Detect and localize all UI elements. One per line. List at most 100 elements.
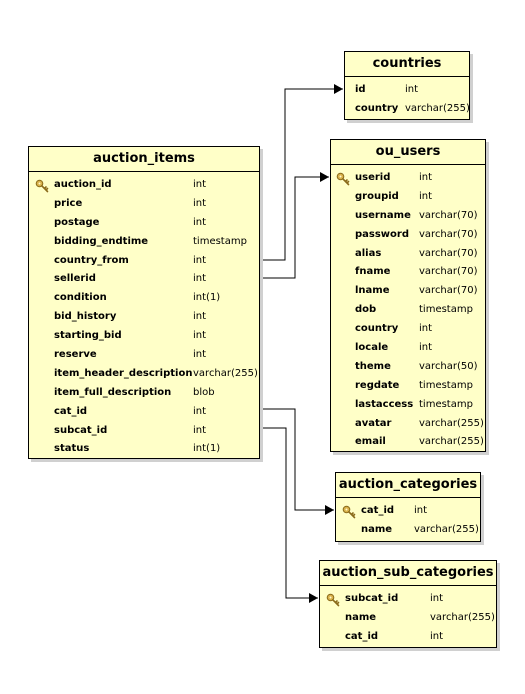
column-type: varchar(70) — [419, 209, 478, 221]
column-name: avatar — [355, 417, 392, 429]
column-type: int — [430, 593, 444, 604]
relation-subcat-id-auction-sub-categories — [259, 427, 318, 603]
column-type: int — [193, 311, 207, 323]
column-type: varchar(255) — [419, 417, 484, 429]
relation-sellerid-ou-users — [259, 172, 329, 279]
column-type: varchar(255) — [430, 611, 495, 623]
column-name: country — [355, 102, 399, 114]
column-name: bid_history — [54, 311, 117, 323]
column-name: dob — [355, 304, 377, 316]
column-name: name — [361, 523, 393, 535]
column-type: timestamp — [419, 304, 473, 316]
column-type: int(1) — [193, 443, 221, 455]
column-name: id — [355, 84, 366, 95]
column-type: timestamp — [419, 379, 473, 391]
column-row[interactable]: avatar varchar(255) — [331, 415, 485, 434]
column-name: cat_id — [361, 505, 395, 516]
key-icon — [326, 593, 340, 607]
column-name: country — [355, 323, 399, 335]
column-name: email — [355, 436, 386, 448]
column-name: name — [345, 611, 377, 623]
column-type: int(1) — [193, 292, 221, 304]
column-type: int — [419, 342, 433, 354]
column-type: int — [430, 630, 444, 642]
column-name: regdate — [355, 379, 400, 391]
key-icon — [35, 179, 49, 193]
column-row[interactable]: locale int — [331, 339, 485, 358]
column-type: blob — [193, 386, 215, 398]
column-type: int — [193, 179, 207, 190]
column-row[interactable]: dob timestamp — [331, 301, 485, 320]
column-name: password — [355, 228, 410, 240]
column-type: int — [193, 424, 207, 436]
column-name: price — [54, 197, 83, 209]
column-name: reserve — [54, 349, 97, 361]
column-row[interactable]: name varchar(255) — [320, 609, 496, 628]
column-name: subcat_id — [345, 593, 399, 604]
column-row[interactable]: reserve int — [29, 346, 259, 365]
column-name: fname — [355, 266, 391, 278]
column-name: username — [355, 209, 411, 221]
column-row[interactable]: subcat_id int — [320, 590, 496, 609]
column-name: theme — [355, 360, 391, 372]
column-type: int — [419, 190, 433, 202]
key-icon — [336, 172, 350, 186]
column-name: postage — [54, 216, 100, 228]
column-row[interactable]: theme varchar(50) — [331, 358, 485, 377]
column-name: lastaccess — [355, 398, 414, 410]
column-type: varchar(70) — [419, 247, 478, 259]
column-type: int — [193, 254, 207, 266]
column-row[interactable]: username varchar(70) — [331, 207, 485, 226]
column-type: varchar(255) — [414, 523, 479, 535]
column-name: item_header_description — [54, 367, 193, 379]
column-type: int — [193, 197, 207, 209]
column-row[interactable]: regdate timestamp — [331, 377, 485, 396]
relation-country-from-countries — [259, 84, 343, 261]
column-name: lname — [355, 285, 390, 297]
column-type: int — [405, 84, 419, 95]
column-row[interactable]: name varchar(255) — [336, 521, 480, 540]
column-type: varchar(255) — [193, 367, 258, 379]
column-row[interactable]: id int — [345, 81, 469, 100]
column-row[interactable]: price int — [29, 195, 259, 214]
column-type: varchar(50) — [419, 360, 478, 372]
table-title: auction_categories — [336, 473, 480, 498]
column-type: int — [193, 349, 207, 361]
column-name: locale — [355, 342, 389, 354]
column-row[interactable]: bid_history int — [29, 308, 259, 327]
